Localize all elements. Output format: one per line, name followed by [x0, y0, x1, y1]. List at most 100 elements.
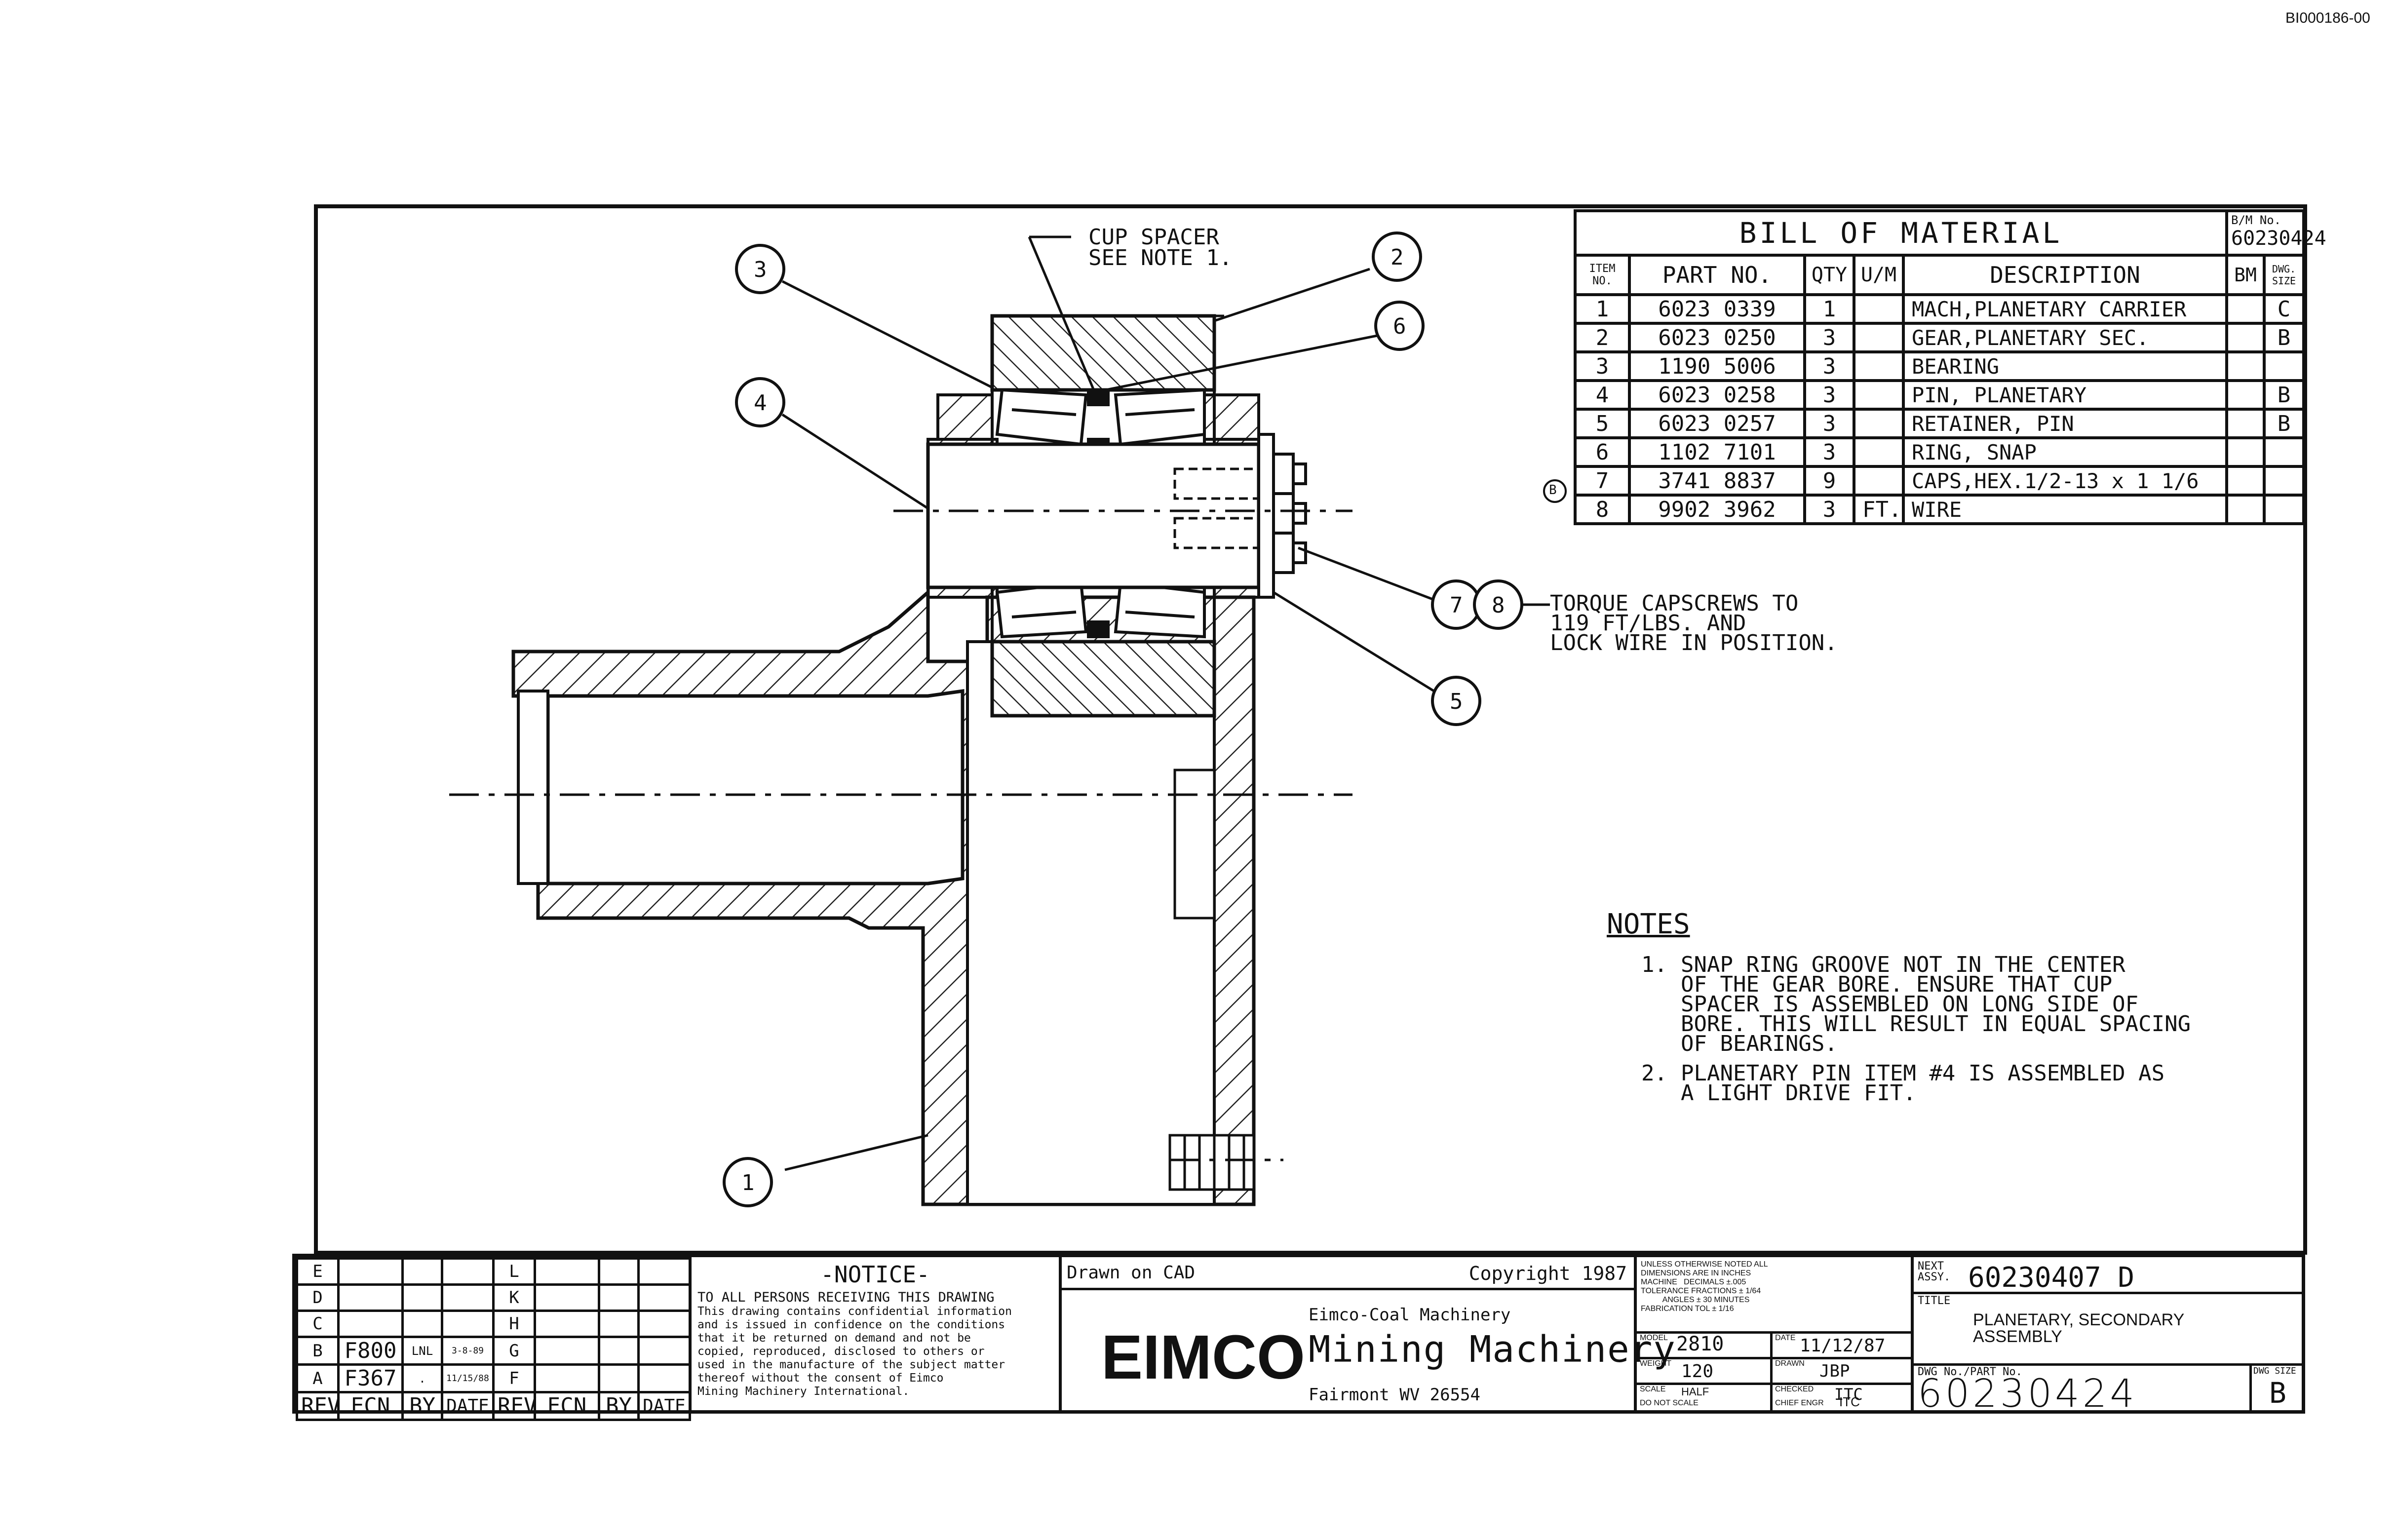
bom-cell-desc: WIRE — [1901, 494, 2229, 525]
revision-date-right — [637, 1257, 691, 1286]
bearing-upper — [995, 388, 1206, 451]
date-header-2: DATE — [637, 1391, 691, 1421]
bom-cell-um — [1853, 408, 1905, 439]
revision-by — [401, 1283, 443, 1312]
bom-col-size: DWG. SIZE — [2263, 254, 2306, 296]
bom-cell-bm — [2225, 408, 2266, 439]
bom-cell-um — [1853, 322, 1905, 353]
revision-ecn: F800 — [337, 1336, 404, 1366]
ecn-header-2: ECN — [534, 1391, 600, 1421]
title-label: TITLE — [1918, 1295, 1951, 1307]
checked-label: CHECKED — [1775, 1385, 1814, 1393]
revision-ecn-right — [534, 1363, 600, 1393]
bom-cell-part: 6023 0250 — [1628, 322, 1806, 353]
bom-cell-um: FT. — [1853, 494, 1905, 525]
revision-letter: B — [296, 1336, 340, 1366]
scale-value: HALF — [1681, 1386, 1709, 1398]
bom-cell-part: 6023 0258 — [1628, 379, 1806, 411]
bom-col-description: DESCRIPTION — [1901, 254, 2229, 296]
revision-letter-right: F — [492, 1363, 536, 1393]
revision-ecn: F367 — [337, 1363, 404, 1393]
carrier-lug-left — [936, 393, 994, 441]
chief-engineer-value: ITC — [1839, 1394, 1860, 1409]
bom-cell-item: 7 — [1574, 465, 1631, 497]
centerlines — [449, 509, 1352, 1161]
balloon-8: 8 — [1492, 593, 1505, 618]
notice-title: -NOTICE- — [820, 1261, 930, 1288]
torque-line-3: LOCK WIRE IN POSITION. — [1550, 630, 1838, 655]
notice-line-1: TO ALL PERSONS RECEIVING THIS DRAWING — [697, 1290, 995, 1305]
torque-line-1: TORQUE CAPSCREWS TO — [1550, 591, 1799, 616]
next-assy-label: NEXT ASSY. — [1918, 1260, 1951, 1283]
revision-letter-right: L — [492, 1257, 536, 1286]
drawing-title-line-1: PLANETARY, SECONDARY — [1973, 1310, 2185, 1329]
balloon-2: 2 — [1391, 245, 1404, 270]
note-line: SPACER IS ASSEMBLED ON LONG SIDE OF — [1681, 992, 2139, 1017]
note-line: PLANETARY PIN ITEM #4 IS ASSEMBLED AS — [1681, 1061, 2165, 1086]
bom-cell-desc: CAPS,HEX.1/2-13 x 1 1/6 — [1901, 465, 2229, 497]
drawing-title: PLANETARY, SECONDARY ASSEMBLY — [1973, 1311, 2184, 1345]
notice-line: and is issued in confidence on the condi… — [697, 1318, 1005, 1331]
bom-cell-desc: GEAR,PLANETARY SEC. — [1901, 322, 2229, 353]
bom-cell-qty: 1 — [1803, 293, 1855, 325]
bom-cell-item: 8 — [1574, 494, 1631, 525]
revision-date-right — [637, 1283, 691, 1312]
weight-label: WEIGHT — [1640, 1359, 1671, 1368]
bom-cell-item: 4 — [1574, 379, 1631, 411]
rev-header-2: REV — [492, 1391, 537, 1421]
lower-setscrew — [1168, 1134, 1255, 1191]
revision-header-row: REV ECN BY DATE REV ECN BY DATE — [296, 1391, 691, 1421]
note-number: 2. — [1641, 1061, 1667, 1086]
date-label: DATE — [1775, 1334, 1796, 1342]
company-block: Drawn on CAD Copyright 1987 Eimco-Coal M… — [1059, 1257, 1675, 1410]
bom-cell-item: 6 — [1574, 436, 1631, 468]
bom-cell-qty: 3 — [1803, 494, 1855, 525]
scale-label: SCALE — [1640, 1385, 1666, 1393]
revision-by — [401, 1257, 443, 1286]
bom-cell-desc: RING, SNAP — [1901, 436, 2229, 468]
revision-date — [441, 1309, 495, 1338]
bom-cell-qty: 3 — [1803, 408, 1855, 439]
checked-value: ITC — [1834, 1385, 1863, 1404]
revision-ecn-right — [534, 1336, 600, 1366]
notice-body: This drawing contains confidential infor… — [697, 1305, 1053, 1398]
planetary-pin — [926, 442, 1261, 589]
torque-line-2: 119 FT/LBS. AND — [1550, 611, 1746, 636]
bom-cell-item: 2 — [1574, 322, 1631, 353]
notice-line: that it be returned on demand and not be — [697, 1332, 971, 1345]
balloon-3: 3 — [754, 257, 767, 282]
balloon-4: 4 — [754, 390, 767, 416]
notice-line: This drawing contains confidential infor… — [697, 1305, 1012, 1318]
drawing-border — [314, 204, 2307, 1255]
bom-title: BILL OF MATERIAL — [1573, 209, 2229, 257]
drawn-value: JBP — [1819, 1361, 1850, 1381]
bom-col-part: PART NO. — [1628, 254, 1806, 296]
revision-date-right — [637, 1336, 691, 1366]
copyright: Copyright 1987 — [1468, 1263, 1627, 1284]
note-line: BORE. THIS WILL RESULT IN EQUAL SPACING — [1681, 1011, 2191, 1037]
model-row: MODEL 2810 DATE 11/12/87 WEIGHT 120 DRAW… — [1637, 1331, 1911, 1410]
notice-line: thereof without the consent of Eimco — [697, 1372, 944, 1385]
revision-by-right — [598, 1309, 640, 1338]
tolerance-line: UNLESS OTHERWISE NOTED ALL — [1641, 1260, 1768, 1269]
capscrews-hidden — [1173, 467, 1260, 549]
bom-col-qty: QTY — [1803, 254, 1855, 296]
bom-cell-size — [2263, 436, 2306, 468]
revision-letter: A — [296, 1363, 340, 1393]
carrier-lug-right — [1203, 393, 1260, 441]
bom-header-row: ITEM NO. PART NO. QTY U/M DESCRIPTION BM… — [1574, 254, 2306, 296]
sheet-reference: BI000186-00 — [2285, 10, 2370, 26]
by-header: BY — [401, 1391, 443, 1421]
revision-letter: C — [296, 1309, 340, 1338]
